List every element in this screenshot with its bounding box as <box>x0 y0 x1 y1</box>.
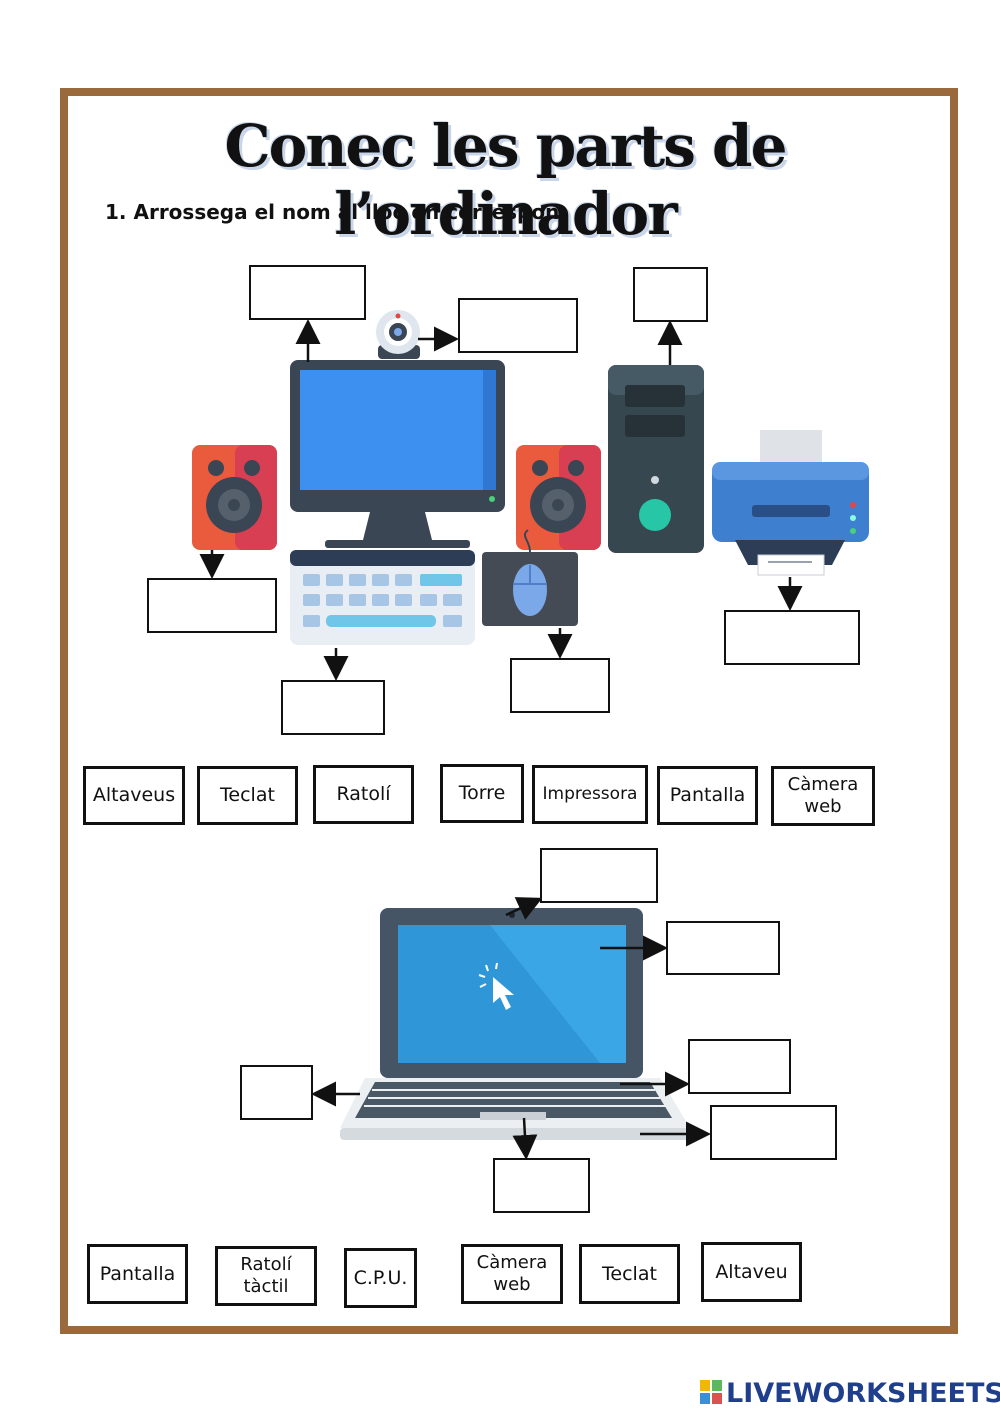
dropbox-keyboard[interactable] <box>281 680 385 735</box>
label-chip-pantalla[interactable]: Pantalla <box>657 766 758 825</box>
laptop-icon <box>340 908 690 1140</box>
label-chip-torre[interactable]: Torre <box>440 764 524 823</box>
dropbox-tower[interactable] <box>633 267 708 322</box>
arrows-laptop <box>311 897 711 1160</box>
dropbox-laptop-touchpad[interactable] <box>493 1158 590 1213</box>
label-chip-pantalla-2[interactable]: Pantalla <box>87 1244 188 1304</box>
left-speaker-icon <box>192 445 277 550</box>
tower-icon <box>608 365 704 553</box>
printer-icon <box>712 430 869 576</box>
dropbox-printer[interactable] <box>724 610 860 665</box>
label-chip-camera-web-2[interactable]: Càmera web <box>461 1244 563 1304</box>
dropbox-laptop-webcam[interactable] <box>540 848 658 903</box>
label-chip-teclat[interactable]: Teclat <box>197 766 298 825</box>
label-chip-teclat-2[interactable]: Teclat <box>579 1244 680 1304</box>
label-chip-altaveu[interactable]: Altaveu <box>701 1242 802 1302</box>
liveworksheets-brand: LIVEWORKSHEETS <box>726 1378 1000 1409</box>
label-chip-altaveus[interactable]: Altaveus <box>83 766 185 825</box>
dropbox-monitor[interactable] <box>249 265 366 320</box>
dropbox-speaker[interactable] <box>147 578 277 633</box>
dropbox-mouse[interactable] <box>510 658 610 713</box>
dropbox-laptop-cpu[interactable] <box>710 1105 837 1160</box>
dropbox-laptop-keyboard[interactable] <box>688 1039 791 1094</box>
label-chip-ratoli-tactil[interactable]: Ratolí tàctil <box>215 1246 317 1306</box>
right-speaker-icon <box>516 445 601 550</box>
dropbox-laptop-speaker-left[interactable] <box>240 1065 313 1120</box>
label-chip-ratoli[interactable]: Ratolí <box>313 765 414 824</box>
liveworksheets-logo-icon <box>700 1380 722 1404</box>
dropbox-laptop-screen[interactable] <box>666 921 780 975</box>
keyboard-icon <box>290 550 475 645</box>
instruction-text: 1. Arrossega el nom al lloc on correspon… <box>105 200 567 224</box>
label-chip-impressora[interactable]: Impressora <box>532 765 648 824</box>
label-chip-camera-web[interactable]: Càmera web <box>771 766 875 826</box>
worksheet-title: Conec les parts de l’ordinador <box>224 112 788 248</box>
webcam-icon <box>376 310 420 359</box>
dropbox-webcam[interactable] <box>458 298 578 353</box>
monitor-icon <box>290 360 505 548</box>
arrows-desktop <box>199 319 803 681</box>
mouse-icon <box>482 529 578 626</box>
label-chip-cpu[interactable]: C.P.U. <box>344 1248 417 1308</box>
